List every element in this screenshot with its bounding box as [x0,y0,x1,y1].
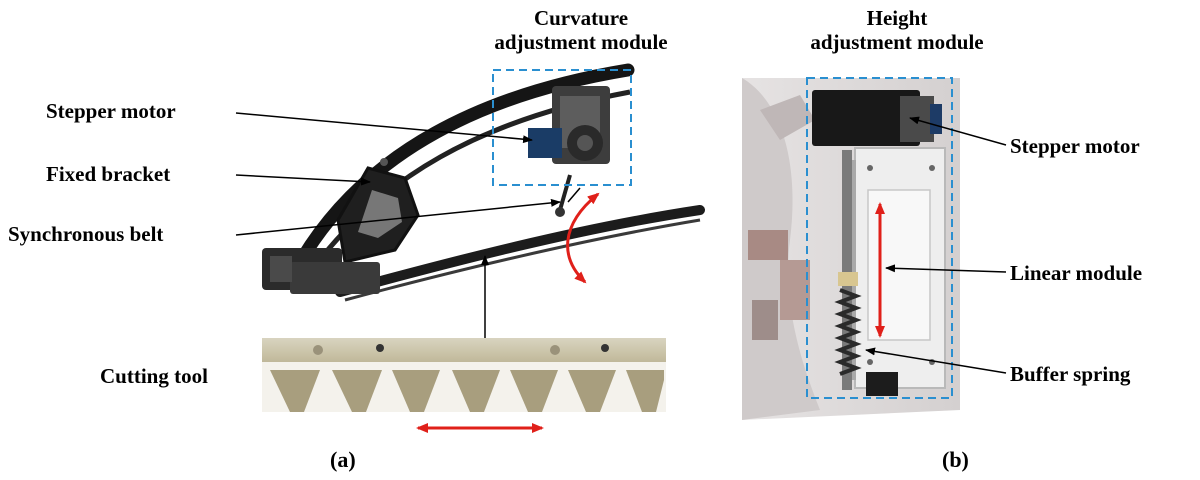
buffer-spring-leader [865,347,1007,374]
cutting-tool-label: Cutting tool [100,364,208,388]
cutting-tool-photo [262,338,666,412]
fixed-bracket-leader [235,174,371,186]
curvature-motion-arrow [566,192,600,284]
stepper-motor-leader-b [909,116,1007,146]
fixed-bracket-label: Fixed bracket [46,162,171,186]
curvature-title-line1: Curvature [533,6,629,30]
height-title-line1: Height [866,6,928,30]
height-mechanism-photo [742,78,960,420]
synchronous-belt-label: Synchronous belt [8,222,164,246]
height-module-callout-box [806,77,953,399]
buffer-spring-label: Buffer spring [1010,362,1131,386]
curvature-module-title: Curvature adjustment module [476,6,686,54]
curvature-mechanism-photo [262,63,705,302]
panel-b-caption: (b) [942,447,969,472]
height-title-line2: adjustment module [810,30,984,55]
linear-module-leader [885,264,1007,273]
curvature-title-line2: adjustment module [494,30,668,55]
panel-a-caption: (a) [330,447,356,472]
synchronous-belt-leader-tail [567,187,581,203]
stepper-motor-label-a: Stepper motor [46,99,176,123]
synchronous-belt-leader [235,198,561,236]
stepper-motor-leader-a [235,112,533,144]
linear-module-label: Linear module [1010,261,1143,285]
height-module-title: Height adjustment module [792,6,1002,54]
stepper-motor-label-b: Stepper motor [1010,134,1140,158]
curvature-module-callout-box [492,69,632,186]
